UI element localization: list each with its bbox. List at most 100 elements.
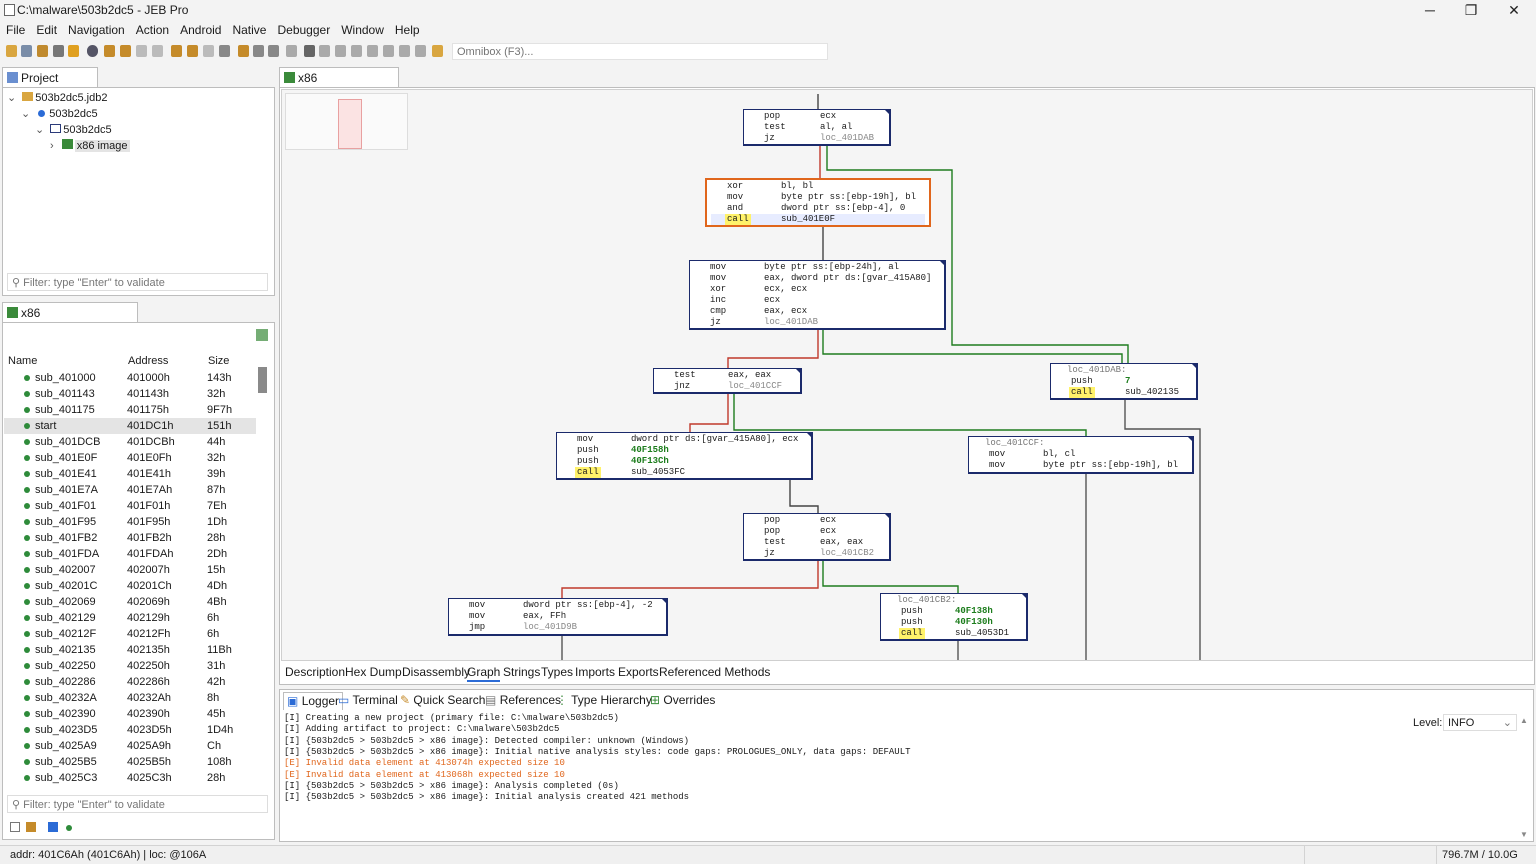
hierarchy-options-icon[interactable] xyxy=(256,329,268,341)
table-row[interactable]: sub_40212F40212Fh6h xyxy=(4,626,256,642)
tab-hierarchy[interactable]: x86 image/Hierarchy✕ xyxy=(2,302,138,322)
subtab-description[interactable]: Description xyxy=(285,665,345,679)
table-row[interactable]: sub_4023D54023D5h1D4h xyxy=(4,722,256,738)
warning-icon[interactable] xyxy=(68,45,79,57)
save-icon[interactable] xyxy=(21,45,32,57)
chevron-down-icon[interactable]: ⌄ xyxy=(1503,716,1512,729)
basic-block[interactable]: movdword ptr ds:[gvar_415A80], ecx push4… xyxy=(556,432,813,480)
table-row[interactable]: sub_401000401000h143h xyxy=(4,370,256,386)
checked-box-icon[interactable] xyxy=(48,822,58,832)
menu-native[interactable]: Native xyxy=(226,21,271,37)
table-row[interactable]: sub_402007402007h15h xyxy=(4,562,256,578)
maximize-button[interactable]: ❐ xyxy=(1449,0,1493,21)
properties-icon[interactable] xyxy=(37,45,48,57)
debug-settings-icon[interactable] xyxy=(304,45,315,57)
basic-block[interactable]: movdword ptr ss:[ebp-4], -2 moveax, FFh … xyxy=(448,598,668,636)
stop-icon[interactable] xyxy=(351,45,362,57)
split-icon[interactable] xyxy=(286,45,297,57)
plugin-icon[interactable] xyxy=(432,45,443,57)
refactor-icon[interactable] xyxy=(171,45,182,57)
close-button[interactable]: ✕ xyxy=(1492,0,1536,21)
hierarchy-scrollbar-thumb[interactable] xyxy=(258,367,267,393)
minimize-button[interactable]: ─ xyxy=(1408,0,1452,21)
table-row[interactable]: sub_40232A40232Ah8h xyxy=(4,690,256,706)
subtab-imports[interactable]: Imports xyxy=(575,665,615,679)
table-row[interactable]: sub_402390402390h45h xyxy=(4,706,256,722)
table-row[interactable]: sub_401F95401F95h1Dh xyxy=(4,514,256,530)
basic-block[interactable]: movbyte ptr ss:[ebp-24h], al moveax, dwo… xyxy=(689,260,946,330)
chevron-down-icon[interactable]: ⌄ xyxy=(35,124,44,136)
basic-block[interactable]: popecx testal, al jzloc_401DAB xyxy=(743,109,891,146)
tree-item-unit[interactable]: ⌄ 503b2dc5 xyxy=(35,122,112,138)
hierarchy-filter-input[interactable]: ⚲ Filter: type "Enter" to validate xyxy=(7,795,268,813)
table-row[interactable]: sub_4025A94025A9hCh xyxy=(4,738,256,754)
subtab-disassembly[interactable]: Disassembly xyxy=(402,665,470,679)
menu-window[interactable]: Window xyxy=(335,21,389,37)
scroll-up-icon[interactable]: ▲ xyxy=(1520,716,1528,725)
table-row[interactable]: sub_4025C34025C3h28h xyxy=(4,770,256,786)
table-row[interactable]: sub_401F01401F01h7Eh xyxy=(4,498,256,514)
step-out-icon[interactable] xyxy=(399,45,410,57)
cut-icon[interactable] xyxy=(53,45,64,57)
subtab-types[interactable]: Types xyxy=(541,665,573,679)
subtab-exports[interactable]: Exports xyxy=(618,665,659,679)
tab-references[interactable]: ▤ References xyxy=(485,692,561,710)
tree-item-project[interactable]: ⌄ 503b2dc5.jdb2 xyxy=(7,90,107,106)
column-name[interactable]: Name xyxy=(8,355,37,367)
omnibox-input[interactable] xyxy=(452,43,828,60)
table-row[interactable]: start401DC1h151h xyxy=(4,418,256,434)
pause-icon[interactable] xyxy=(335,45,346,57)
basic-block[interactable]: loc_401DAB: push7 callsub_402135 xyxy=(1050,363,1198,400)
basic-block[interactable]: loc_401CB2: push40F138h push40F130h call… xyxy=(880,593,1028,641)
chevron-down-icon[interactable]: ⌄ xyxy=(7,92,16,104)
table-row[interactable]: sub_402286402286h42h xyxy=(4,674,256,690)
step-into-icon[interactable] xyxy=(367,45,378,57)
column-address[interactable]: Address xyxy=(128,355,168,367)
grid-icon[interactable] xyxy=(26,822,36,832)
basic-block[interactable]: loc_401CCF: movbl, cl movbyte ptr ss:[eb… xyxy=(968,436,1194,474)
checkbox-icon[interactable] xyxy=(10,822,20,832)
table-row[interactable]: sub_401175401175h9F7h xyxy=(4,402,256,418)
tab-project-explorer[interactable]: Project Explorer xyxy=(2,67,98,87)
open-folder-icon[interactable] xyxy=(6,45,17,57)
tab-overrides[interactable]: ⊞ Overrides xyxy=(650,692,715,710)
run-icon[interactable] xyxy=(319,45,330,57)
menu-edit[interactable]: Edit xyxy=(30,21,62,37)
tree-item-artifact[interactable]: ⌄ 503b2dc5 xyxy=(21,106,98,122)
back-icon[interactable] xyxy=(136,45,147,57)
table-row[interactable]: sub_401DCB401DCBh44h xyxy=(4,434,256,450)
table-row[interactable]: sub_402069402069h4Bh xyxy=(4,594,256,610)
forward-icon[interactable] xyxy=(152,45,163,57)
subtab-graph[interactable]: Graph xyxy=(467,665,500,682)
menu-debugger[interactable]: Debugger xyxy=(271,21,335,37)
chevron-right-icon[interactable]: › xyxy=(50,140,54,152)
step-over-icon[interactable] xyxy=(383,45,394,57)
graph-view[interactable]: popecx testal, al jzloc_401DAB xorbl, bl… xyxy=(281,89,1533,661)
table-row[interactable]: sub_401E0F401E0Fh32h xyxy=(4,450,256,466)
tab-logger[interactable]: ▣ Logger xyxy=(283,692,343,710)
tab-quick-search[interactable]: ✎ Quick Search xyxy=(400,692,485,710)
rename-icon[interactable] xyxy=(187,45,198,57)
table-row[interactable]: sub_402250402250h31h xyxy=(4,658,256,674)
grid-icon[interactable] xyxy=(238,45,249,57)
scroll-down-icon[interactable]: ▼ xyxy=(1520,830,1528,839)
table-row[interactable]: sub_40201C40201Ch4Dh xyxy=(4,578,256,594)
tab-type-hierarchy[interactable]: ⋮ Type Hierarchy xyxy=(556,692,652,710)
hierarchy-icon[interactable] xyxy=(253,45,264,57)
tree-icon[interactable] xyxy=(268,45,279,57)
tab-graph-editor[interactable]: x86 image/Graph✕ xyxy=(279,67,399,87)
subtab-strings[interactable]: Strings xyxy=(503,665,540,679)
basic-block-current[interactable]: xorbl, bl movbyte ptr ss:[ebp-19h], bl a… xyxy=(705,178,931,227)
basic-block[interactable]: popecx popecx testeax, eax jzloc_401CB2 xyxy=(743,513,891,561)
table-row[interactable]: sub_401FB2401FB2h28h xyxy=(4,530,256,546)
subtab-hex-dump[interactable]: Hex Dump xyxy=(345,665,402,679)
subtab-referenced-methods[interactable]: Referenced Methods xyxy=(659,665,770,679)
level-select[interactable]: INFO ⌄ xyxy=(1443,714,1517,731)
run-to-line-icon[interactable] xyxy=(415,45,426,57)
table-row[interactable]: sub_401143401143h32h xyxy=(4,386,256,402)
table-row[interactable]: sub_401FDA401FDAh2Dh xyxy=(4,546,256,562)
chevron-down-icon[interactable]: ⌄ xyxy=(21,108,30,120)
table-row[interactable]: sub_401E41401E41h39h xyxy=(4,466,256,482)
follow-icon[interactable] xyxy=(120,45,131,57)
jump-icon[interactable] xyxy=(104,45,115,57)
